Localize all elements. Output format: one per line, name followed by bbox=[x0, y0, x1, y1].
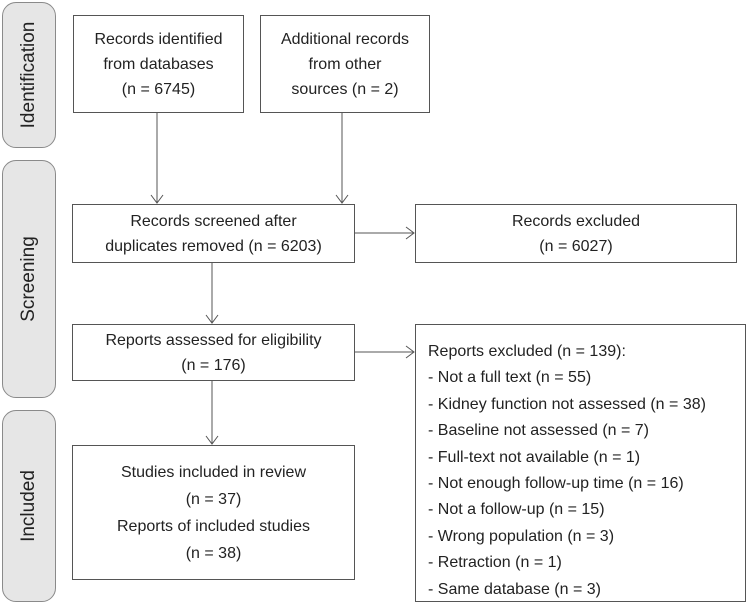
records-screened-line-1: Records screened after bbox=[130, 212, 297, 230]
exclusion-reason-item: - Not a full text (n = 55) bbox=[428, 369, 592, 387]
reports-assessed-line-2: (n = 176) bbox=[181, 356, 246, 374]
studies-included-line-1: Studies included in review bbox=[121, 463, 306, 481]
records-identified-line-2: from databases bbox=[103, 55, 214, 73]
records-excluded-box: Records excluded (n = 6027) bbox=[415, 204, 737, 263]
records-screened-box: Records screened after duplicates remove… bbox=[72, 204, 355, 263]
records-identified-line-1: Records identified bbox=[94, 30, 223, 48]
records-excluded-line-2: (n = 6027) bbox=[539, 237, 613, 255]
additional-records-line-3: sources (n = 2) bbox=[291, 80, 399, 98]
reports-assessed-line-1: Reports assessed for eligibility bbox=[105, 331, 322, 349]
additional-records-line-2: from other bbox=[308, 55, 382, 73]
arrow-screened-to-assessed-head bbox=[205, 314, 219, 324]
studies-included-line-2: (n = 37) bbox=[185, 490, 242, 508]
studies-included-line-3: Reports of included studies bbox=[117, 517, 310, 535]
phase-screening: Screening bbox=[2, 160, 56, 398]
arrow-additional-to-screened-head bbox=[335, 194, 349, 204]
studies-included-box: Studies included in review (n = 37) Repo… bbox=[72, 445, 355, 580]
records-excluded-line-1: Records excluded bbox=[511, 212, 641, 230]
exclusion-reason-item: - Same database (n = 3) bbox=[428, 580, 601, 598]
exclusion-reason-item: - Wrong population (n = 3) bbox=[428, 527, 615, 545]
reports-assessed-box: Reports assessed for eligibility (n = 17… bbox=[72, 324, 355, 381]
records-screened-line-2: duplicates removed (n = 6203) bbox=[105, 237, 322, 255]
exclusion-reason-item: - Full-text not available (n = 1) bbox=[428, 448, 641, 466]
phase-included: Included bbox=[2, 410, 56, 602]
studies-included-line-4: (n = 38) bbox=[185, 544, 242, 562]
reports-excluded-heading: Reports excluded (n = 139): bbox=[428, 343, 626, 360]
records-identified-line-3: (n = 6745) bbox=[121, 80, 196, 98]
exclusion-reason-item: - Not a follow-up (n = 15) bbox=[428, 501, 605, 519]
arrow-assessed-to-included-head bbox=[205, 435, 219, 445]
arrow-assessed-to-reports-excluded-head bbox=[405, 345, 415, 359]
reports-excluded-box: Reports excluded (n = 139): - Not a full… bbox=[415, 324, 746, 602]
exclusion-reason-item: - Retraction (n = 1) bbox=[428, 554, 562, 572]
additional-records-box: Additional records from other sources (n… bbox=[260, 15, 430, 113]
additional-records-line-1: Additional records bbox=[280, 30, 410, 48]
exclusion-reason-item: - Baseline not assessed (n = 7) bbox=[428, 422, 650, 440]
phase-identification: Identification bbox=[2, 2, 56, 148]
arrow-screened-to-excluded-head bbox=[405, 226, 415, 240]
exclusion-reason-item: - Not enough follow-up time (n = 16) bbox=[428, 475, 684, 493]
records-identified-box: Records identified from databases (n = 6… bbox=[73, 15, 244, 113]
exclusion-reason-item: - Kidney function not assessed (n = 38) bbox=[428, 395, 706, 413]
arrow-identified-to-screened-head bbox=[150, 194, 164, 204]
